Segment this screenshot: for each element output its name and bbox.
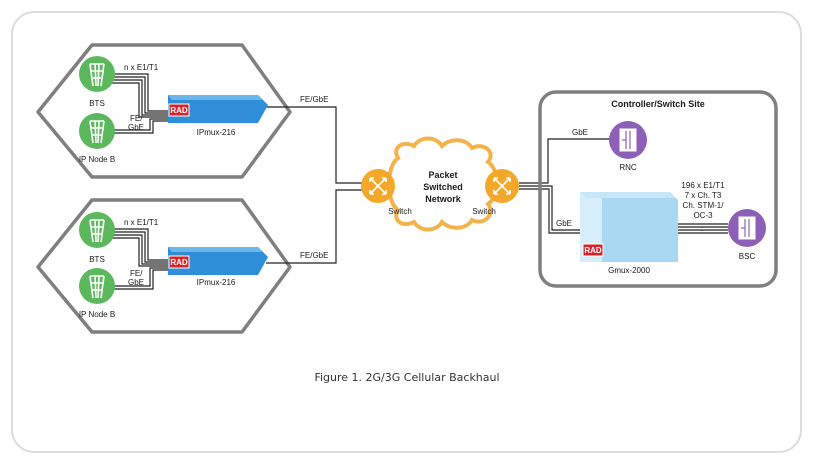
bsc-link-label-line2: 7 x Ch. T3: [685, 191, 722, 200]
figure-caption: Figure 1. 2G/3G Cellular Backhaul: [314, 371, 499, 384]
rad-logo-text: RAD: [170, 258, 188, 267]
switch-left-label: Switch: [388, 207, 412, 216]
uplink-label: FE/GbE: [300, 95, 328, 104]
link-ellipsis: ⋮: [698, 226, 706, 235]
network-title-line3: Network: [425, 194, 462, 204]
ipmux-device-2: RAD: [168, 247, 268, 275]
bts-label: BTS: [89, 255, 105, 264]
rnc-node: RNC: [609, 121, 647, 172]
bsc-link-label-line1: 196 x E1/T1: [681, 181, 725, 190]
bsc-link-label-line3: Ch. STM-1/: [683, 201, 725, 210]
bsc-label: BSC: [739, 252, 756, 261]
rnc-label: RNC: [619, 163, 637, 172]
rad-logo-text: RAD: [170, 106, 188, 115]
gmux-device: RAD Gmux-2000: [580, 192, 678, 275]
cell-site-1: BTS IP Node B n x E1/T1 FE/ GbE RAD IPmu…: [36, 43, 375, 184]
node-b-antenna-1: IP Node B: [79, 113, 115, 164]
bts-label: BTS: [89, 99, 105, 108]
gmux-label: Gmux-2000: [608, 266, 650, 275]
node-b-label: IP Node B: [79, 310, 115, 319]
switch-right: Switch: [472, 169, 519, 216]
controller-site-title: Controller/Switch Site: [611, 99, 705, 109]
server-icon: [738, 216, 756, 240]
fe-gbe-link-label-line2: GbE: [128, 278, 144, 287]
ipmux-label: IPmux-216: [197, 278, 236, 287]
switch-left: Switch: [361, 169, 412, 216]
switch-right-label: Switch: [472, 207, 496, 216]
bts-antenna-2: BTS: [79, 212, 115, 264]
rnc-link-label: GbE: [572, 128, 588, 137]
ipmux-label: IPmux-216: [197, 128, 236, 137]
network-title-line1: Packet: [428, 170, 457, 180]
e1t1-link-label: n x E1/T1: [124, 218, 159, 227]
fe-gbe-link-label-line2: GbE: [128, 123, 144, 132]
gmux-link-label: GbE: [556, 219, 572, 228]
server-icon: [619, 128, 637, 152]
fe-gbe-link-label-line1: FE/: [130, 269, 143, 278]
cell-site-2: BTS IP Node B n x E1/T1 FE/ GbE RAD IPmu…: [36, 189, 375, 334]
node-b-label: IP Node B: [79, 155, 115, 164]
uplink-label: FE/GbE: [300, 251, 328, 260]
e1t1-link-label: n x E1/T1: [124, 63, 159, 72]
bsc-link-label-line4: OC-3: [693, 211, 713, 220]
packet-switched-network: Packet Switched Network Switch Switch: [361, 136, 519, 232]
network-title-line2: Switched: [423, 182, 463, 192]
bsc-node: BSC: [728, 209, 766, 261]
bts-antenna-1: BTS: [79, 56, 115, 108]
fe-gbe-link-label-line1: FE/: [130, 114, 143, 123]
ipmux-device-1: RAD: [168, 95, 268, 123]
controller-switch-site: Controller/Switch Site GbE RNC GbE RAD G…: [538, 90, 778, 288]
node-b-antenna-2: IP Node B: [79, 268, 115, 319]
rad-logo-text: RAD: [584, 246, 602, 255]
